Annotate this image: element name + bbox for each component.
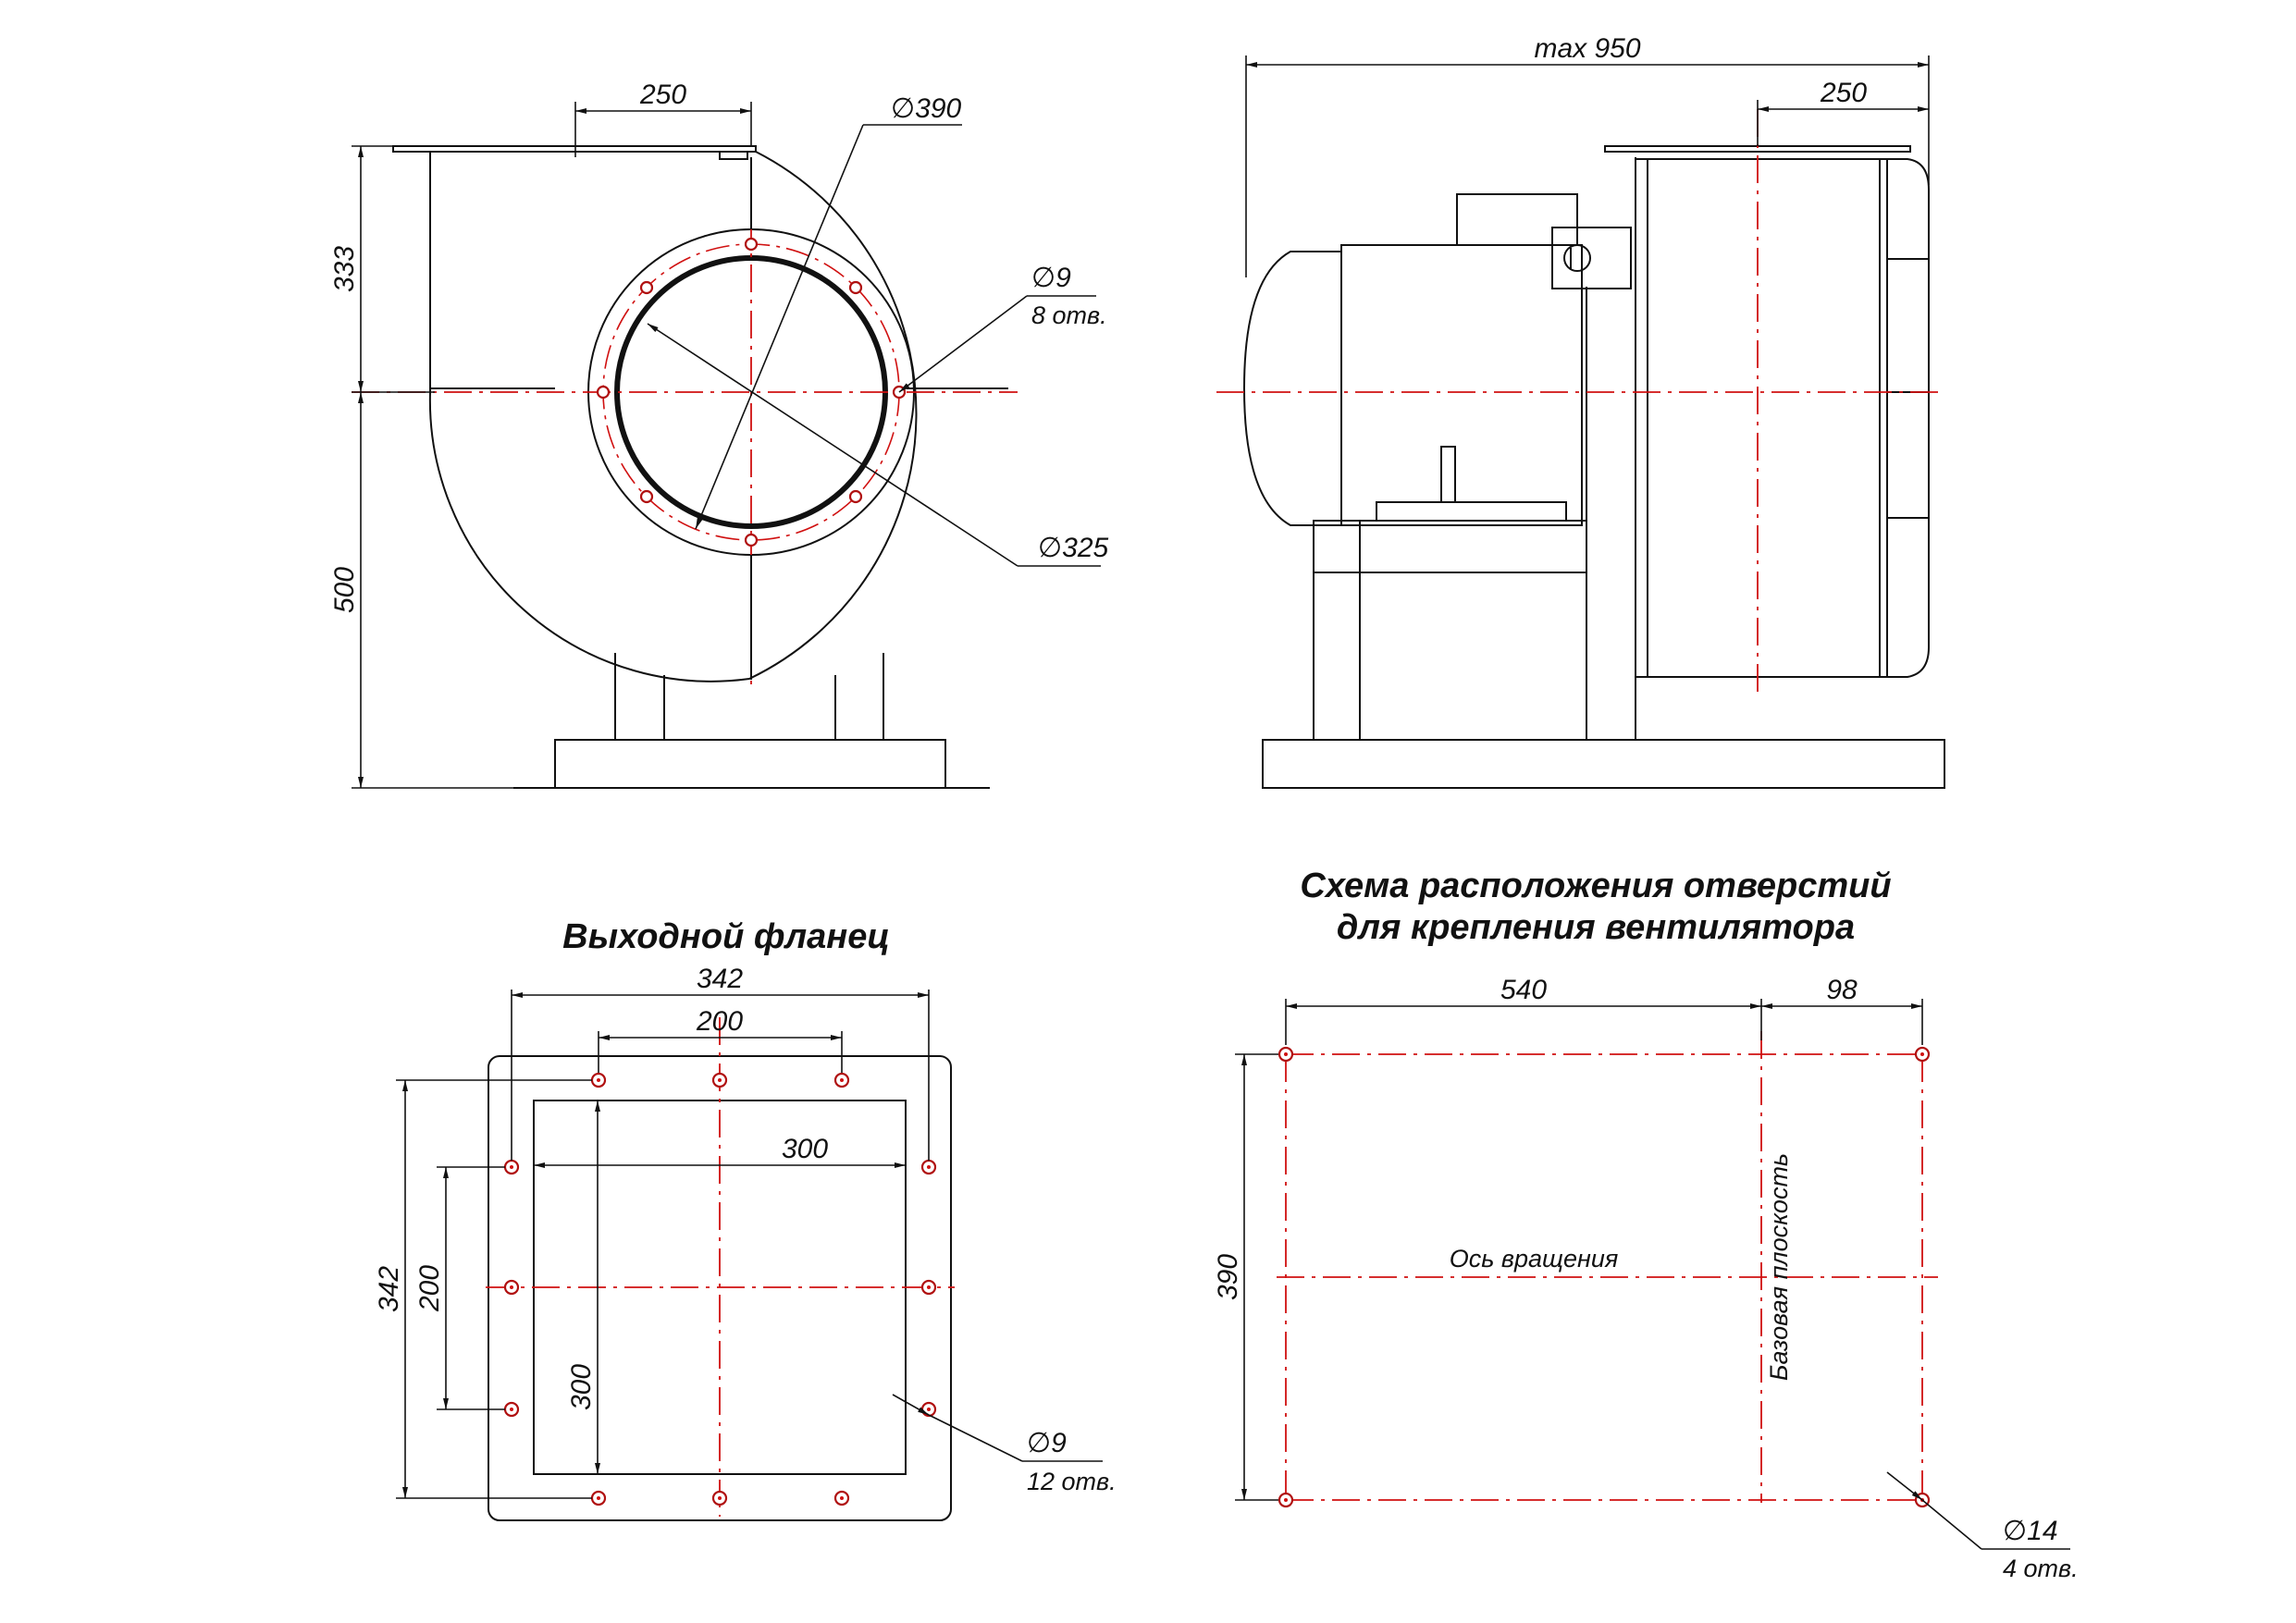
- dim-flange-200-w: 200: [696, 1006, 743, 1037]
- dim-hole-9: ∅9: [1031, 263, 1071, 293]
- flange-hole-count-12: 12 отв.: [1027, 1468, 1117, 1495]
- dim-front-333: 333: [329, 246, 360, 292]
- hole-count-8: 8 отв.: [1031, 301, 1107, 329]
- dim-flange-200-h: 200: [414, 1265, 445, 1312]
- outlet-flange-title: Выходной фланец: [562, 917, 890, 956]
- mount-scheme-title-2: для крепления вентилятора: [1337, 908, 1855, 947]
- front-view: 250 333 500 ∅390 ∅9 8 отв. ∅325: [329, 80, 1109, 789]
- dim-flange-300-w: 300: [782, 1134, 828, 1164]
- dim-front-500: 500: [329, 567, 360, 613]
- mount-scheme-title-1: Схема расположения отверстий: [1300, 867, 1891, 905]
- dim-dia-325: ∅325: [1038, 533, 1109, 563]
- label-base-plane: Базовая плоскость: [1765, 1153, 1793, 1381]
- dim-flange-hole-9: ∅9: [1027, 1428, 1067, 1458]
- side-view: max 950 250: [1216, 33, 1945, 789]
- dim-side-max-950: max 950: [1534, 33, 1640, 64]
- dim-mount-390: 390: [1213, 1254, 1243, 1300]
- dim-mount-98: 98: [1826, 975, 1858, 1005]
- mount-scheme-view: Схема расположения отверстий для креплен…: [1213, 867, 2079, 1582]
- dim-dia-390: ∅390: [891, 93, 962, 124]
- dim-flange-342-w: 342: [697, 964, 743, 994]
- dim-mount-540: 540: [1500, 975, 1547, 1005]
- dim-flange-342-h: 342: [374, 1266, 404, 1312]
- outlet-flange-view: Выходной фланец 342 200: [374, 917, 1117, 1521]
- dim-mount-hole-14: ∅14: [2003, 1516, 2058, 1546]
- mount-hole-count-4: 4 отв.: [2003, 1555, 2079, 1582]
- dim-front-250: 250: [639, 80, 686, 110]
- dim-flange-300-h: 300: [566, 1364, 597, 1410]
- dim-side-250: 250: [1820, 78, 1867, 108]
- label-rotation-axis: Ось вращения: [1450, 1245, 1619, 1273]
